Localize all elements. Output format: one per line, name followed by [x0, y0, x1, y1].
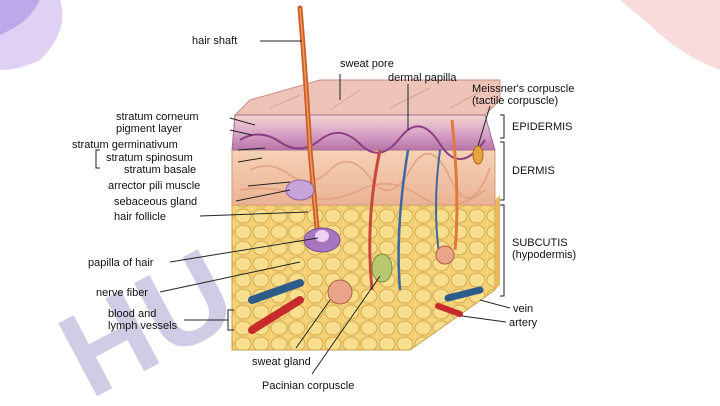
epidermis-block: [231, 79, 501, 161]
label-nerve-fiber: nerve fiber: [96, 287, 148, 299]
hair: [285, 5, 341, 253]
brackets: [95, 114, 505, 331]
subcutis-block: [231, 195, 500, 351]
leader-lines: [159, 40, 511, 375]
label-blood-vessels-1: blood and: [108, 308, 157, 320]
label-papilla-of-hair: papilla of hair: [88, 257, 154, 269]
label-stratum-spinosum: stratum spinosum: [106, 152, 193, 164]
label-meissner-1: Meissner's corpuscle: [472, 83, 575, 95]
label-vein: vein: [513, 303, 534, 315]
label-dermal-papilla: dermal papilla: [388, 72, 457, 84]
label-dermis: DERMIS: [512, 165, 555, 177]
label-sebaceous-gland: sebaceous gland: [114, 196, 198, 208]
label-pacinian: Pacinian corpuscle: [262, 380, 355, 392]
label-artery: artery: [509, 317, 538, 329]
label-hair-follicle: hair follicle: [114, 211, 166, 223]
label-blood-vessels-2: lymph vessels: [108, 320, 178, 332]
decorative-corner-art: [0, 0, 720, 70]
sebaceous-gland-shape: [285, 179, 315, 201]
glands: [327, 145, 484, 305]
label-stratum-germinativum: stratum germinativum: [72, 139, 178, 151]
label-stratum-basale: stratum basale: [124, 164, 197, 176]
label-subcutis-1: SUBCUTIS: [512, 237, 568, 249]
label-hair-shaft: hair shaft: [192, 35, 238, 47]
label-stratum-corneum: stratum corneum: [116, 111, 199, 123]
label-epidermis: EPIDERMIS: [512, 121, 573, 133]
label-sweat-pore: sweat pore: [340, 58, 394, 70]
label-arrector-pili: arrector pili muscle: [108, 180, 201, 192]
meissner-shape: [472, 145, 484, 165]
label-sweat-gland: sweat gland: [252, 356, 311, 368]
label-subcutis-2: (hypodermis): [512, 249, 577, 261]
label-meissner-2: (tactile corpuscle): [472, 95, 559, 107]
label-pigment-layer: pigment layer: [116, 123, 183, 135]
